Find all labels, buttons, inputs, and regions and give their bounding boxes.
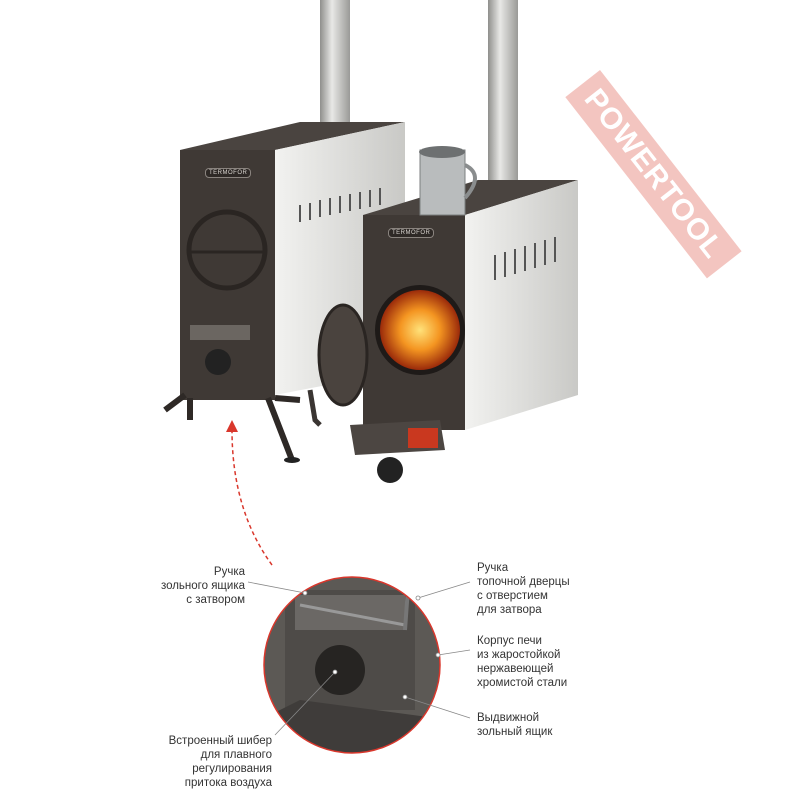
stove-brand-badge-left: TERMOFOR [205, 168, 252, 178]
callout-line: Встроенный шибер [168, 735, 272, 747]
detail-zoom [247, 576, 471, 754]
callout-line: хромистой стали [477, 677, 568, 689]
callout-line: Ручка [477, 562, 509, 574]
callout-line: притока воздуха [184, 777, 272, 789]
callout-line: с отверстием [477, 590, 548, 602]
callout-door-handle: Ручка топочной дверцы с отверстием для з… [477, 561, 570, 617]
callout-ash-box-handle: Ручка зольного ящика с затвором [161, 565, 245, 607]
stove-right [307, 0, 578, 483]
callout-line: с затвором [186, 594, 245, 606]
callout-line: для затвора [477, 604, 542, 616]
callout-line: зольного ящика [160, 580, 245, 592]
callout-line: зольный ящик [477, 726, 553, 738]
callout-line: Выдвижной [477, 712, 540, 724]
callout-line: Ручка [213, 566, 245, 578]
callout-line: Корпус печи [477, 635, 542, 647]
callout-damper: Встроенный шибер для плавного регулирова… [169, 734, 272, 790]
callout-body: Корпус печи из жаростойкой нержавеющей х… [477, 634, 567, 690]
callout-ash-drawer: Выдвижной зольный ящик [477, 711, 552, 739]
stove-brand-badge-right: TERMOFOR [388, 228, 435, 238]
callout-line: регулирования [192, 763, 272, 775]
callout-line: топочной дверцы [477, 576, 570, 588]
callout-line: из жаростойкой [477, 649, 561, 661]
callout-line: для плавного [200, 749, 272, 761]
pointer-arrow [231, 429, 273, 566]
callout-line: нержавеющей [477, 663, 554, 675]
